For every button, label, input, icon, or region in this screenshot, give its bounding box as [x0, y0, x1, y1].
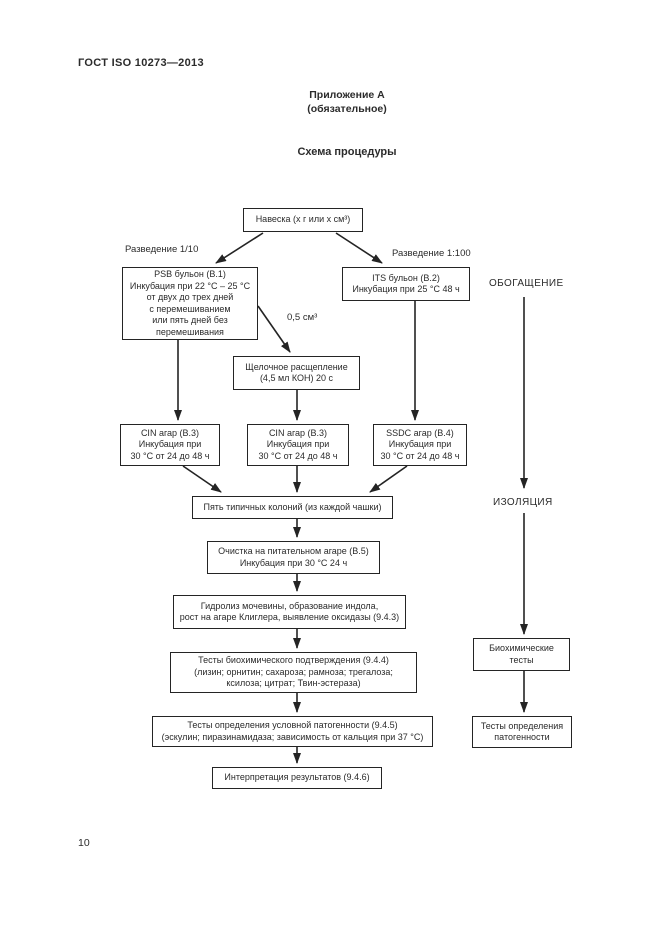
- node-pathogenicity-tests: Тесты определения патогенности: [472, 716, 572, 748]
- node-biochemical-tests: Биохимические тесты: [473, 638, 570, 671]
- node-interpretation: Интерпретация результатов (9.4.6): [212, 767, 382, 789]
- scheme-title: Схема процедуры: [297, 146, 397, 158]
- node-alkaline-treatment: Щелочное расщепление (4,5 мл КОН) 20 с: [233, 356, 360, 390]
- arrow-ssdc-to-colonies: [369, 465, 408, 493]
- dilution-1-100-label: Разведение 1:100: [392, 248, 471, 259]
- dilution-1-10-label: Разведение 1/10: [125, 244, 199, 255]
- node-ssdc-agar: SSDC агар (В.4) Инкубация при 30 °С от 2…: [373, 424, 467, 466]
- node-its-broth: ITS бульон (В.2) Инкубация при 25 °С 48 …: [342, 267, 470, 301]
- node-biochemical-confirmation: Тесты биохимического подтверждения (9.4.…: [170, 652, 417, 693]
- node-sample: Навеска (х г или х см³): [243, 208, 363, 232]
- arrow-psb-to-alkaline: [257, 305, 291, 353]
- volume-label: 0,5 см³: [287, 312, 318, 323]
- node-conditional-pathogenicity: Тесты определения условной патогенности …: [152, 716, 433, 747]
- node-psb-broth: PSB бульон (В.1) Инкубация при 22 °С – 2…: [122, 267, 258, 340]
- node-cin-agar-1: CIN агар (В.3) Инкубация при 30 °С от 24…: [120, 424, 220, 466]
- node-cin-agar-2: CIN агар (В.3) Инкубация при 30 °С от 24…: [247, 424, 349, 466]
- node-five-colonies: Пять типичных колоний (из каждой чашки): [192, 496, 393, 519]
- arrow-sample-to-psb: [215, 232, 264, 264]
- appendix-title: Приложение А: [309, 89, 385, 101]
- node-urea-hydrolysis: Гидролиз мочевины, образование индола, р…: [173, 595, 406, 629]
- arrow-sample-to-its: [335, 232, 383, 264]
- node-purification: Очистка на питательном агаре (В.5) Инкуб…: [207, 541, 380, 574]
- page-number: 10: [78, 837, 90, 849]
- isolation-stage-label: ИЗОЛЯЦИЯ: [493, 497, 553, 508]
- arrow-cin1-to-colonies: [182, 465, 222, 493]
- enrichment-stage-label: ОБОГАЩЕНИЕ: [489, 278, 564, 289]
- appendix-type: (обязательное): [307, 103, 387, 115]
- standard-code: ГОСТ ISO 10273—2013: [78, 57, 204, 69]
